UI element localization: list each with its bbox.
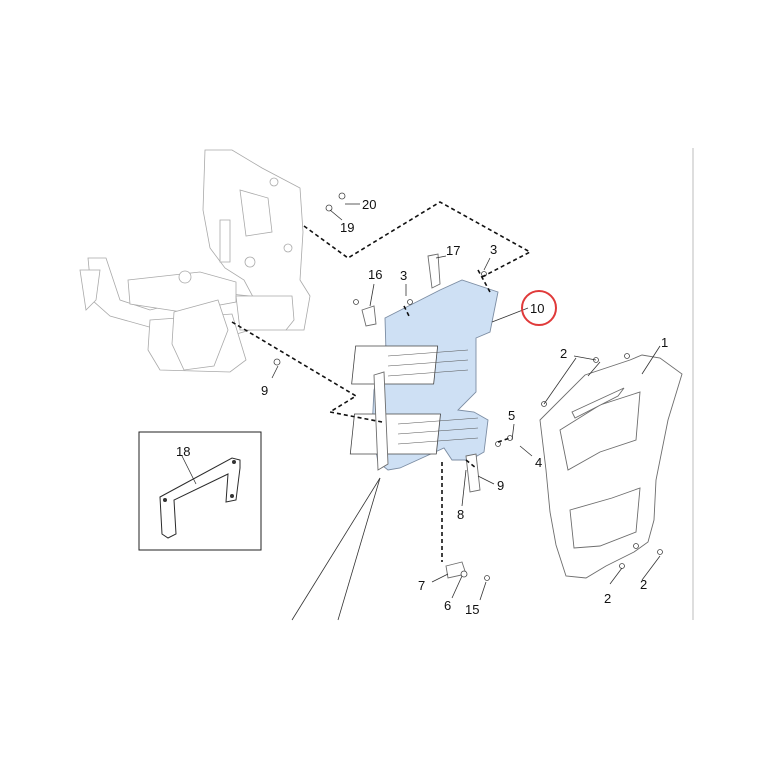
callout-15[interactable]: 15 xyxy=(465,602,479,617)
callout-16[interactable]: 16 xyxy=(368,267,382,282)
callout-3-right[interactable]: 3 xyxy=(490,242,497,257)
step-assembly-part-10[interactable] xyxy=(349,279,499,471)
callout-10[interactable]: 10 xyxy=(530,301,544,316)
bracket-part-18[interactable] xyxy=(159,457,241,539)
bracket-part-17[interactable] xyxy=(427,253,441,289)
callout-19[interactable]: 19 xyxy=(340,220,354,235)
callout-3-left[interactable]: 3 xyxy=(400,268,407,283)
chassis-ghost-assembly xyxy=(79,149,311,373)
callout-4[interactable]: 4 xyxy=(535,455,542,470)
callout-5[interactable]: 5 xyxy=(508,408,515,423)
callout-18[interactable]: 18 xyxy=(176,444,190,459)
callout-20[interactable]: 20 xyxy=(362,197,376,212)
fasteners xyxy=(273,192,663,581)
callout-6[interactable]: 6 xyxy=(444,598,451,613)
callout-7[interactable]: 7 xyxy=(418,578,425,593)
upper-step-tread xyxy=(351,345,439,385)
callout-8[interactable]: 8 xyxy=(457,507,464,522)
leader-lines xyxy=(181,203,661,621)
callout-1[interactable]: 1 xyxy=(661,335,668,350)
lower-step-tread xyxy=(349,413,441,455)
side-cover-panel-part-1[interactable] xyxy=(539,354,683,579)
clip-part-16[interactable] xyxy=(361,305,377,327)
bracket-part-9-lower[interactable] xyxy=(465,453,481,493)
callout-17[interactable]: 17 xyxy=(446,243,460,258)
callout-2-top[interactable]: 2 xyxy=(560,346,567,361)
callout-2-bottom-left[interactable]: 2 xyxy=(604,591,611,606)
alignment-dashes xyxy=(231,201,532,562)
detail-inset-box xyxy=(138,431,262,551)
callout-9-left[interactable]: 9 xyxy=(261,383,268,398)
callout-2-bottom-right[interactable]: 2 xyxy=(640,577,647,592)
callout-10-highlight-ring xyxy=(521,290,557,326)
callout-9-right[interactable]: 9 xyxy=(497,478,504,493)
